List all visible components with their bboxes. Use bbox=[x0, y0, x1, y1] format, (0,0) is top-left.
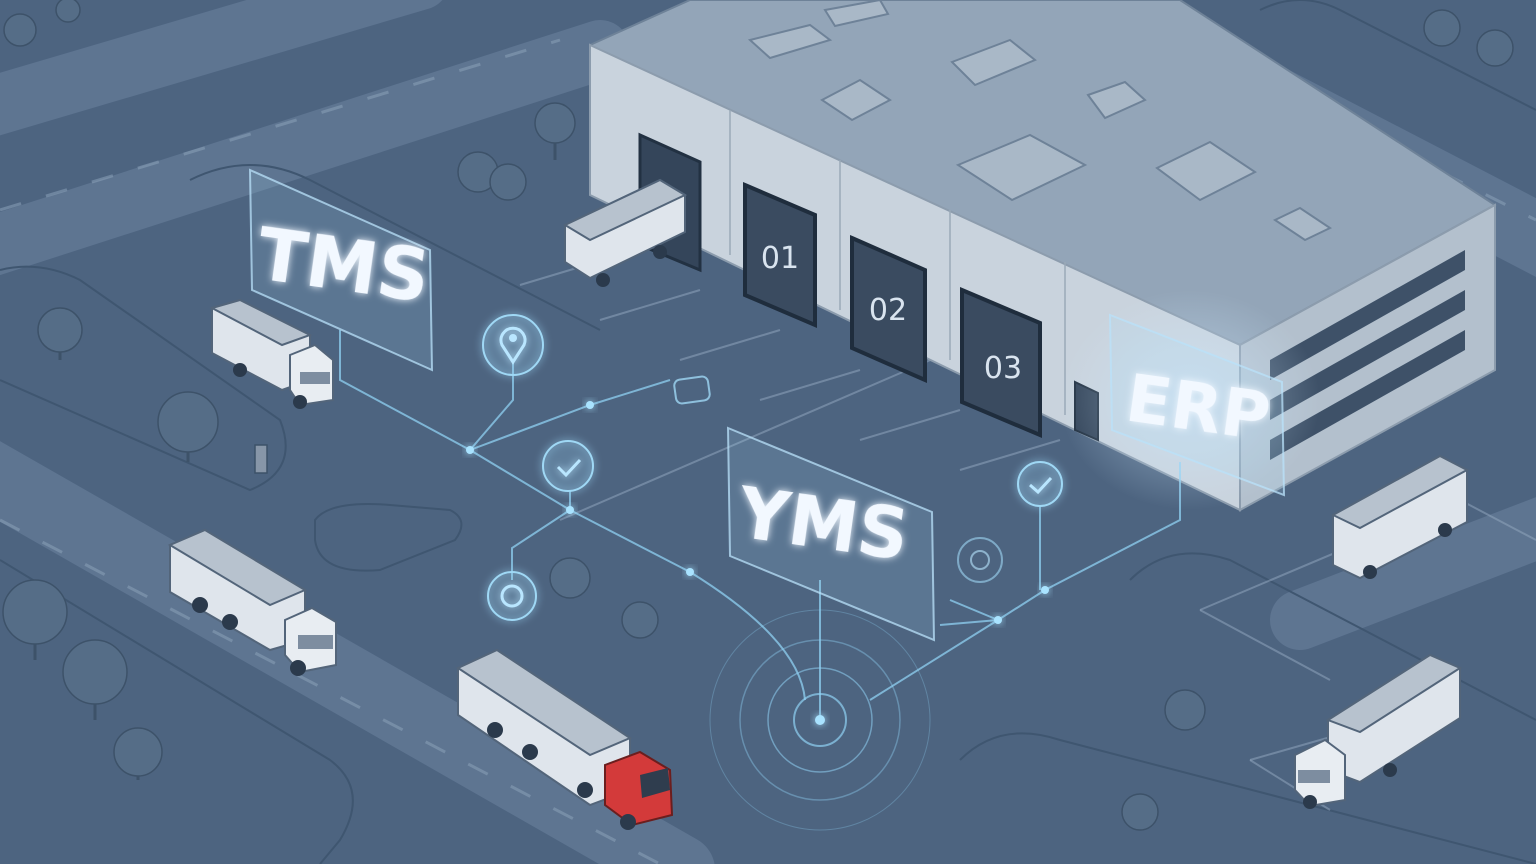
dock-number-01: 01 bbox=[761, 241, 799, 276]
target-icon bbox=[709, 609, 931, 831]
truck-left-top bbox=[209, 298, 334, 409]
dock-door-03: 03 bbox=[960, 286, 1042, 439]
dock-door-02: 02 bbox=[850, 234, 927, 384]
truck-dock bbox=[562, 178, 688, 287]
gate-post bbox=[254, 444, 268, 474]
ring-icon bbox=[957, 537, 1003, 583]
dock-number-03: 03 bbox=[984, 351, 1022, 386]
dock-number-02: 02 bbox=[869, 293, 907, 328]
truck-right-bottom bbox=[1294, 653, 1463, 809]
truck-red-cab bbox=[455, 648, 674, 830]
erp-panel: ERP bbox=[1060, 290, 1320, 510]
dock-door-01: 01 bbox=[743, 181, 817, 329]
check-circle-icon bbox=[542, 440, 594, 492]
location-pin-icon bbox=[482, 314, 544, 376]
truck-right-top bbox=[1330, 454, 1470, 580]
ring-icon bbox=[487, 571, 537, 621]
truck-left-middle bbox=[167, 528, 337, 676]
check-circle-icon bbox=[1017, 461, 1063, 507]
square-marker-icon bbox=[673, 375, 711, 405]
trees bbox=[2, 0, 1514, 831]
